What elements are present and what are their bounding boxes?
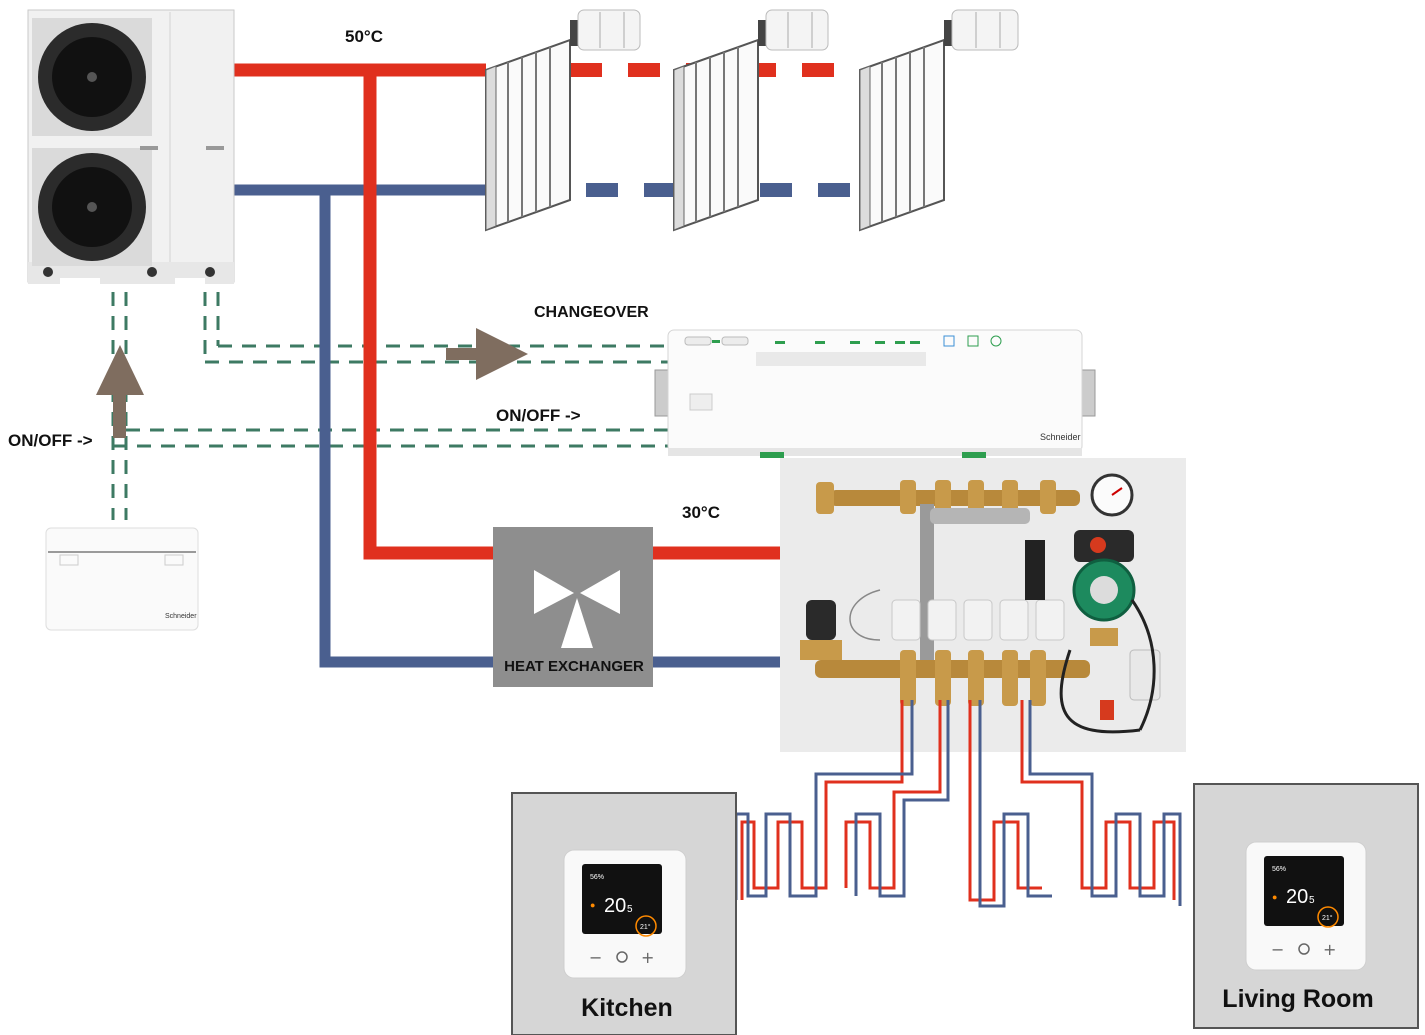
room-label-kitchen: Kitchen [581, 994, 673, 1022]
thermostat-setpoint: 21° [640, 923, 651, 931]
supply-temperature-high-label: 50°C [345, 27, 383, 46]
changeover-arrow-icon [446, 328, 528, 380]
room-label-living-room: Living Room [1222, 985, 1373, 1013]
onoff-up-arrow-icon [96, 345, 144, 438]
thermostatic-valve-icon [766, 10, 828, 50]
radiator-2 [674, 10, 828, 230]
flame-icon: ● [590, 900, 595, 910]
thermostat-temperature: 20 [604, 895, 626, 917]
wiring-center: Schneider [655, 330, 1095, 458]
thermostat-humidity: 56% [1272, 866, 1286, 873]
signal-lines [113, 292, 672, 520]
receiver-module: Schneider [46, 528, 198, 630]
supply-temperature-low-label: 30°C [682, 503, 720, 522]
onoff-label-heat-pump: ON/OFF -> [8, 431, 93, 450]
thermostatic-valve-icon [578, 10, 640, 50]
thermostat-setpoint: 21° [1322, 914, 1333, 922]
flame-icon: ● [1272, 892, 1277, 902]
heat-pump-unit [28, 10, 234, 286]
thermostat-temperature-decimal: 5 [1309, 895, 1315, 906]
minus-icon: − [1271, 940, 1284, 959]
onoff-label-controller: ON/OFF -> [496, 406, 581, 425]
changeover-label: CHANGEOVER [534, 304, 649, 321]
room-living-room: 56% ● 20 5 21° − + Living Room [1194, 784, 1418, 1028]
radiator-3 [860, 10, 1018, 230]
room-kitchen: 56% ● 20 5 21° − + Kitchen [512, 793, 736, 1035]
schneider-logo: Schneider [165, 613, 197, 620]
thermostat-temperature: 20 [1286, 886, 1308, 908]
schneider-logo: Schneider [1040, 432, 1081, 442]
thermostatic-valve-icon [952, 10, 1018, 50]
thermostat-temperature-decimal: 5 [627, 904, 633, 915]
minus-icon: − [589, 948, 602, 967]
heat-exchanger-label: HEAT EXCHANGER [504, 658, 644, 675]
plus-icon: + [1323, 940, 1336, 959]
underfloor-manifold [780, 458, 1186, 752]
plus-icon: + [641, 948, 654, 967]
thermostat-humidity: 56% [590, 874, 604, 881]
